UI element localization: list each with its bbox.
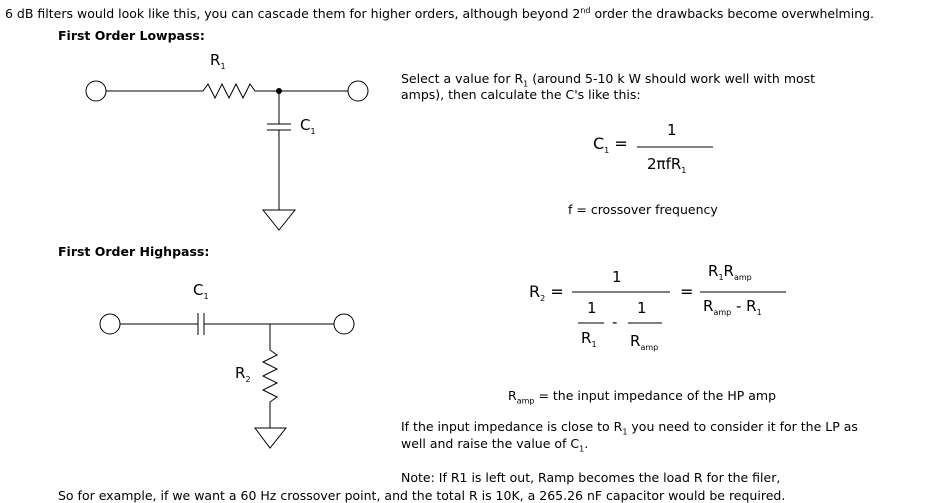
highpass-formula-numerator: 1 [612,268,622,286]
lowpass-heading: First Order Lowpass: [58,28,205,43]
lowpass-description-line1: Select a value for R1 (around 5-10 k W s… [401,71,816,89]
highpass-main-fraction-bar [572,291,670,293]
lowpass-ground [261,209,297,231]
highpass-formula-equals2: = [680,282,694,301]
intro-text: 6 dB filters would look like this, you c… [5,6,875,22]
footer-example: So for example, if we want a 60 Hz cross… [58,488,786,503]
impedance-note-line1: If the input impedance is close to R1 yo… [401,419,858,437]
lowpass-description-line2: amps), then calculate the C's like this: [401,87,641,102]
highpass-rhs-denominator: Ramp - R1 [703,297,762,318]
lowpass-formula-denominator: 2πfR1 [647,155,687,176]
lowpass-formula-numerator: 1 [667,121,677,139]
lowpass-junction [276,88,282,94]
highpass-inner-right-den: Ramp [630,332,659,353]
lowpass-output-terminal [347,80,369,102]
highpass-inner-left-num: 1 [587,299,597,317]
highpass-rhs-fraction-bar [700,291,786,293]
intro-superscript: nd [580,6,591,15]
highpass-inner-left-den: R1 [581,329,597,350]
highpass-formula-lhs: R2 = [529,282,564,304]
highpass-heading: First Order Highpass: [58,244,210,259]
lowpass-fraction-bar [637,146,713,148]
highpass-inner-right-bar [628,322,662,324]
lowpass-formula-lhs: C1 = [593,134,628,156]
lowpass-f-note: f = crossover frequency [568,202,718,217]
impedance-note-line2: well and raise the value of C1. [401,436,589,454]
highpass-schematic [99,313,355,449]
highpass-inner-right-num: 1 [637,299,647,317]
highpass-resistor [261,349,279,403]
lowpass-c-label: C1 [300,116,316,137]
r1-note: Note: If R1 is left out, Ramp becomes th… [401,470,781,485]
highpass-rhs-numerator: R1Ramp [708,262,752,283]
highpass-ground [254,427,288,449]
highpass-output-terminal [333,313,355,335]
highpass-r-label: R2 [235,364,251,385]
lowpass-schematic [85,80,369,231]
lowpass-resistor [202,82,256,100]
ramp-note: Ramp = the input impedance of the HP amp [508,388,777,406]
highpass-inner-left-bar [578,322,604,324]
lowpass-r-label: R1 [210,51,226,72]
highpass-c-label: C1 [193,281,209,302]
lowpass-input-terminal [85,80,107,102]
highpass-inner-minus: - [612,313,618,331]
highpass-input-terminal [99,313,121,335]
